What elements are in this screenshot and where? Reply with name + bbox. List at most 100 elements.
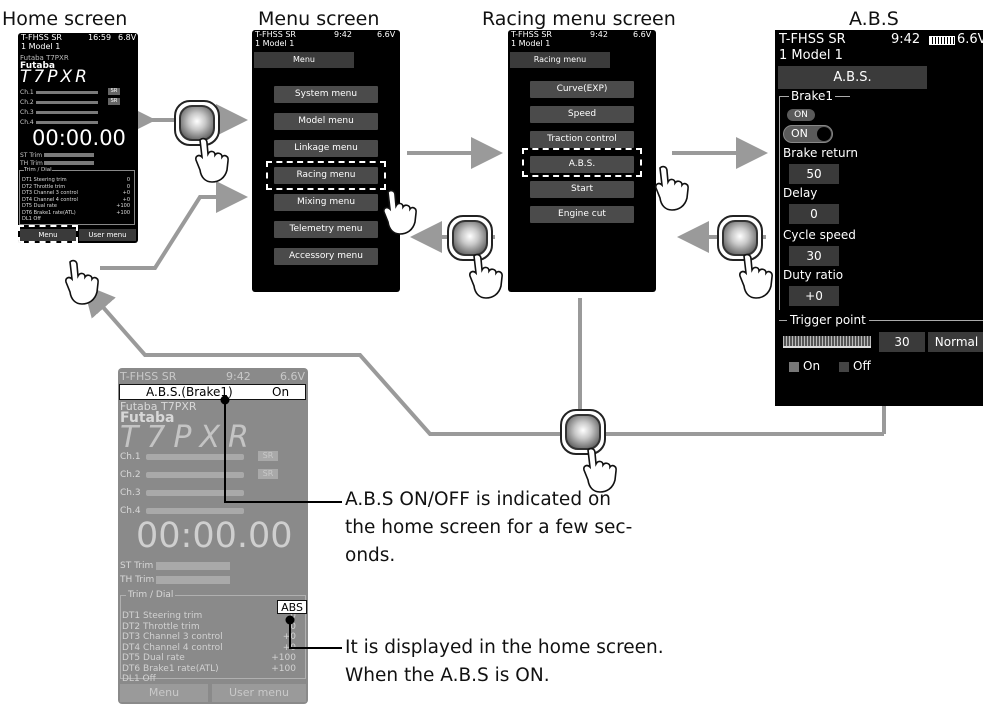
ch2-bar: [36, 101, 98, 104]
ch4-label: Ch.4: [20, 119, 34, 126]
model-name: 1 Model 1: [255, 39, 295, 48]
status-bar: T-FHSS SR 9:42 6.6V: [508, 30, 656, 39]
press-button-icon: [560, 409, 606, 455]
racing-menu-screen: T-FHSS SR 9:42 6.6V 1 Model 1 Racing men…: [508, 30, 656, 292]
racing-item[interactable]: Start: [530, 181, 634, 198]
trigger-value[interactable]: 30: [879, 332, 925, 352]
dt-name: DL1 Off: [122, 674, 156, 684]
model-name: 1 Model 1: [779, 48, 843, 63]
dt-row: DT6 Brake1 rate(ATL)+100: [122, 664, 300, 674]
ch1-bar: [146, 454, 244, 460]
brake-label: Brake1: [789, 89, 836, 103]
status-voltage: 6.6V: [633, 30, 652, 39]
abs-item-highlight: [522, 148, 642, 177]
status-time: 9:42: [334, 30, 352, 39]
pointing-hand-icon: [739, 253, 773, 299]
dt-name: DT1 Steering trim: [22, 177, 67, 183]
screen-title: Menu: [254, 52, 354, 68]
status-voltage: 6.6V: [377, 30, 396, 39]
duty-ratio-label: Duty ratio: [783, 268, 844, 282]
dt-name: DT3 Channel 3 control: [122, 632, 223, 642]
user-menu-button[interactable]: User menu: [212, 684, 306, 702]
abs-screen: T-FHSS SR 9:42 6.6V 1 Model 1 A.B.S. Bra…: [775, 30, 983, 406]
racing-item[interactable]: Traction control: [530, 131, 634, 148]
caption-abs-screen: A.B.S: [849, 8, 899, 30]
battery-icon: [929, 36, 955, 45]
menu-button[interactable]: Menu: [120, 684, 208, 702]
menu-item[interactable]: Racing menu: [274, 167, 378, 184]
ch1-bar: [36, 91, 98, 94]
dt-row: DL1 Off: [22, 216, 132, 222]
delay-value[interactable]: 0: [789, 204, 839, 224]
brand-line: Futaba T7PXR: [20, 54, 69, 62]
leader-abs-popup: [224, 400, 342, 503]
ch3-bar: [146, 490, 244, 496]
status-bar: T-FHSS SR 16:59 6.8V: [18, 33, 138, 42]
ch4-bar: [146, 508, 244, 514]
status-voltage: 6.6V: [280, 370, 306, 383]
th-trim-bar: [156, 576, 230, 584]
abs-toggle[interactable]: ON: [783, 125, 833, 143]
duty-ratio-value[interactable]: +0: [789, 286, 839, 306]
home-screen-abs-on: T-FHSS SR 9:42 6.6V A.B.S.(Brake1) On Fu…: [118, 368, 308, 704]
home-screen: T-FHSS SR 16:59 6.8V 1 Model 1 Futaba T7…: [18, 33, 138, 243]
brake-return-value[interactable]: 50: [789, 164, 839, 184]
menu-item[interactable]: Model menu: [274, 113, 378, 130]
status-bar: T-FHSS SR 9:42 6.6V: [252, 30, 400, 39]
status-bar: T-FHSS SR 9:42 6.6V: [120, 370, 308, 383]
menu-screen: T-FHSS SR 9:42 6.6V 1 Model 1 Menu Syste…: [252, 30, 400, 292]
trim-dial-title: Trim / Dial: [24, 167, 52, 173]
dt-value: +100: [116, 203, 130, 209]
dt-value: +0: [122, 196, 130, 203]
cycle-speed-value[interactable]: 30: [789, 246, 839, 266]
trigger-mode[interactable]: Normal: [928, 332, 983, 352]
dt-value: +100: [271, 653, 296, 663]
press-button-icon: [717, 215, 763, 261]
ch4-bar: [36, 121, 98, 124]
dt-name: DT5 Dual rate: [122, 653, 185, 663]
menu-item[interactable]: System menu: [274, 86, 378, 103]
annotation-line: It is displayed in the home screen.: [345, 637, 664, 658]
dt-row: DT5 Dual rate +100: [122, 653, 300, 663]
status-time: 9:42: [226, 370, 251, 383]
pointing-hand-icon: [383, 189, 417, 235]
dt-name: DT3 Channel 3 control: [22, 190, 78, 196]
user-menu-button[interactable]: User menu: [79, 229, 136, 241]
menu-item[interactable]: Accessory menu: [274, 248, 378, 265]
status-time: 9:42: [590, 30, 608, 39]
screen-title: A.B.S.: [778, 66, 927, 89]
arrow-home-menu-path: [100, 181, 248, 270]
racing-menu-highlight: [266, 161, 386, 190]
st-trim-bar: [156, 562, 230, 570]
popup-title: A.B.S.(Brake1): [146, 385, 233, 399]
annotation-abs-onoff: A.B.S ON/OFF is indicated on the home sc…: [345, 486, 632, 570]
dt-value: +0: [122, 190, 130, 196]
th-trim-label: TH Trim: [120, 575, 155, 585]
abs-popup: A.B.S.(Brake1) On: [119, 384, 306, 400]
annotation-abs-badge: It is displayed in the home screen. When…: [345, 634, 664, 690]
pointing-hand-icon: [65, 259, 99, 305]
ch3-label: Ch.3: [20, 109, 34, 116]
caption-racing-menu-screen: Racing menu screen: [482, 8, 676, 30]
racing-item[interactable]: Speed: [530, 106, 634, 123]
st-trim-label: ST Trim: [20, 152, 43, 159]
model-logo: T7PXR: [20, 67, 90, 87]
dt-name: DT2 Throttle trim: [22, 183, 66, 190]
racing-item[interactable]: Curve(EXP): [530, 81, 634, 98]
racing-item[interactable]: A.B.S.: [530, 156, 634, 173]
menu-item[interactable]: Mixing menu: [274, 194, 378, 211]
dt-value: +100: [116, 209, 130, 216]
menu-item[interactable]: Linkage menu: [274, 140, 378, 157]
racing-item[interactable]: Engine cut: [530, 206, 634, 223]
timer: 00:00.00: [136, 516, 293, 556]
ch1-sr: SR: [258, 451, 278, 461]
leader-dot-badge: [285, 615, 295, 625]
trigger-slider[interactable]: [783, 336, 871, 348]
menu-item[interactable]: Telemetry menu: [274, 221, 378, 238]
model-name: 1 Model 1: [511, 39, 551, 48]
menu-button[interactable]: Menu: [20, 229, 76, 241]
